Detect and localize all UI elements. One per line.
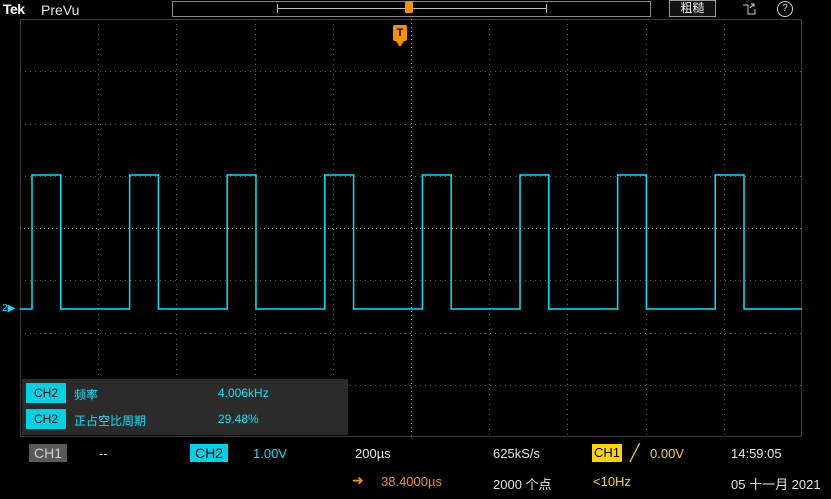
measurement-name: 正占空比周期 [74, 414, 147, 428]
measurement-row[interactable]: CH2 正占空比周期 29.48% [26, 409, 344, 431]
ch1-scale: -- [99, 446, 108, 461]
coarse-button[interactable]: 粗糙 [669, 0, 716, 17]
sample-rate: 625kS/s [493, 446, 540, 461]
trigger-marker-icon[interactable]: T [393, 25, 407, 41]
trigger-frequency: <10Hz [593, 474, 631, 489]
record-view-bar[interactable] [172, 1, 651, 17]
graticule [20, 19, 802, 437]
camera-icon[interactable] [742, 2, 756, 15]
status-bar: CH1 -- CH2 1.00V 200µs 625kS/s CH1 ╱ 0.0… [0, 440, 831, 499]
record-length: 2000 个点 [493, 477, 552, 492]
clock-date: 05 十一月 2021 [731, 477, 821, 492]
measurement-value: 29.48% [218, 412, 259, 426]
trigger-level[interactable]: 0.00V [650, 446, 684, 461]
timebase[interactable]: 200µs [355, 446, 391, 461]
help-icon[interactable]: ? [777, 1, 793, 17]
horizontal-position[interactable]: 38.4000µs [381, 474, 442, 489]
top-bar: Tek PreVu 粗糙 ? [0, 0, 831, 20]
trigger-pointer-icon [396, 41, 404, 47]
measurement-channel-tag: CH2 [26, 383, 66, 403]
measurement-name: 频率 [74, 388, 99, 402]
trigger-source-button[interactable]: CH1 [592, 444, 622, 462]
measurement-row[interactable]: CH2 频率 4.006kHz [26, 383, 344, 405]
channel-2-marker-label: 2 [2, 303, 8, 314]
measurement-panel: CH2 频率 4.006kHz CH2 正占空比周期 29.48% [22, 379, 348, 435]
acquisition-mode: PreVu [41, 2, 80, 18]
ch1-button[interactable]: CH1 [29, 444, 67, 462]
ch2-scale[interactable]: 1.00V [253, 446, 287, 461]
trigger-position-arrow-icon: ➜ [352, 472, 364, 488]
measurement-channel-tag: CH2 [26, 409, 66, 429]
channel-2-ground-icon[interactable]: 2▶ [2, 303, 16, 314]
ch2-button[interactable]: CH2 [190, 444, 228, 462]
measurement-value: 4.006kHz [218, 386, 269, 400]
clock-time: 14:59:05 [731, 446, 782, 461]
record-trigger-icon [405, 1, 413, 13]
ch2-waveform [20, 174, 802, 310]
brand-logo: Tek [3, 1, 25, 17]
trigger-slope-icon: ╱ [630, 445, 640, 462]
